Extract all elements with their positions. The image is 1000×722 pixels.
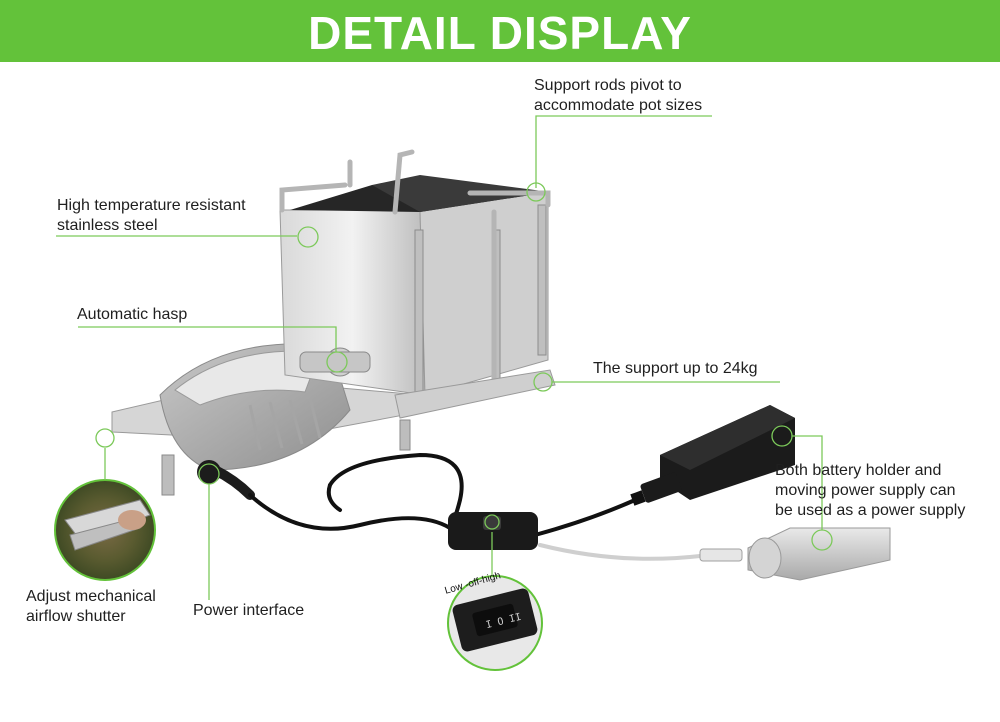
callout-hasp-line1: Automatic hasp: [77, 306, 188, 323]
header-banner: DETAIL DISPLAY: [0, 0, 1000, 62]
callout-airflow: Adjust mechanical airflow shutter: [26, 587, 156, 627]
callout-battery: Both battery holder and moving power sup…: [775, 461, 965, 521]
callout-stainless: High temperature resistant stainless ste…: [57, 196, 246, 236]
callout-power: Power interface: [193, 601, 304, 621]
callout-support-weight-line1: The support up to 24kg: [593, 360, 758, 377]
callout-airflow-line2: airflow shutter: [26, 608, 126, 625]
callout-airflow-line1: Adjust mechanical: [26, 588, 156, 605]
airflow-shutter-photo: [54, 479, 156, 581]
callout-hasp: Automatic hasp: [77, 305, 187, 325]
inline-switch: [448, 512, 538, 550]
callout-support-rods-line1: Support rods pivot to: [534, 77, 682, 94]
stove-illustration: [111, 149, 556, 500]
callout-battery-line3: be used as a power supply: [775, 502, 966, 519]
callout-support-weight: The support up to 24kg: [593, 359, 758, 379]
page-title: DETAIL DISPLAY: [308, 7, 692, 59]
callout-stainless-line2: stainless steel: [57, 217, 158, 234]
callout-battery-line1: Both battery holder and: [775, 462, 942, 479]
callout-stainless-line1: High temperature resistant: [57, 197, 246, 214]
callout-support-rods-line2: accommodate pot sizes: [534, 97, 703, 114]
callout-battery-line2: moving power supply can: [775, 482, 956, 499]
rocker-switch-icon: I O II: [447, 575, 543, 671]
callout-lines: [56, 115, 833, 600]
callout-support-rods: Support rods pivot to accommodate pot si…: [534, 76, 702, 116]
callout-power-line1: Power interface: [193, 602, 305, 619]
battery-holder-icon: [630, 405, 795, 506]
power-bank-icon: [699, 527, 891, 581]
